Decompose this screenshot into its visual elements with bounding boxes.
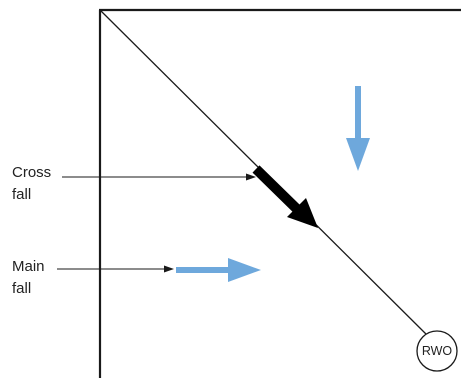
main-fall-label-line1: Main	[12, 258, 45, 275]
circle-outlet-icon	[416, 330, 458, 372]
main-fall-leader	[57, 265, 174, 273]
outlet-label: RWO	[421, 344, 453, 358]
main-fall-label-line2: fall	[12, 280, 32, 297]
cross-fall-arrow-icon	[252, 165, 318, 228]
arrow-right-icon	[176, 258, 261, 282]
cross-fall-label-line2: fall	[12, 186, 32, 203]
cross-fall-label: Cross fall	[12, 162, 51, 206]
cross-fall-label-line1: Cross	[12, 164, 52, 181]
cross-fall-leader	[62, 173, 256, 181]
arrow-down-icon	[346, 86, 370, 171]
main-fall-label: Main fall	[12, 256, 45, 300]
